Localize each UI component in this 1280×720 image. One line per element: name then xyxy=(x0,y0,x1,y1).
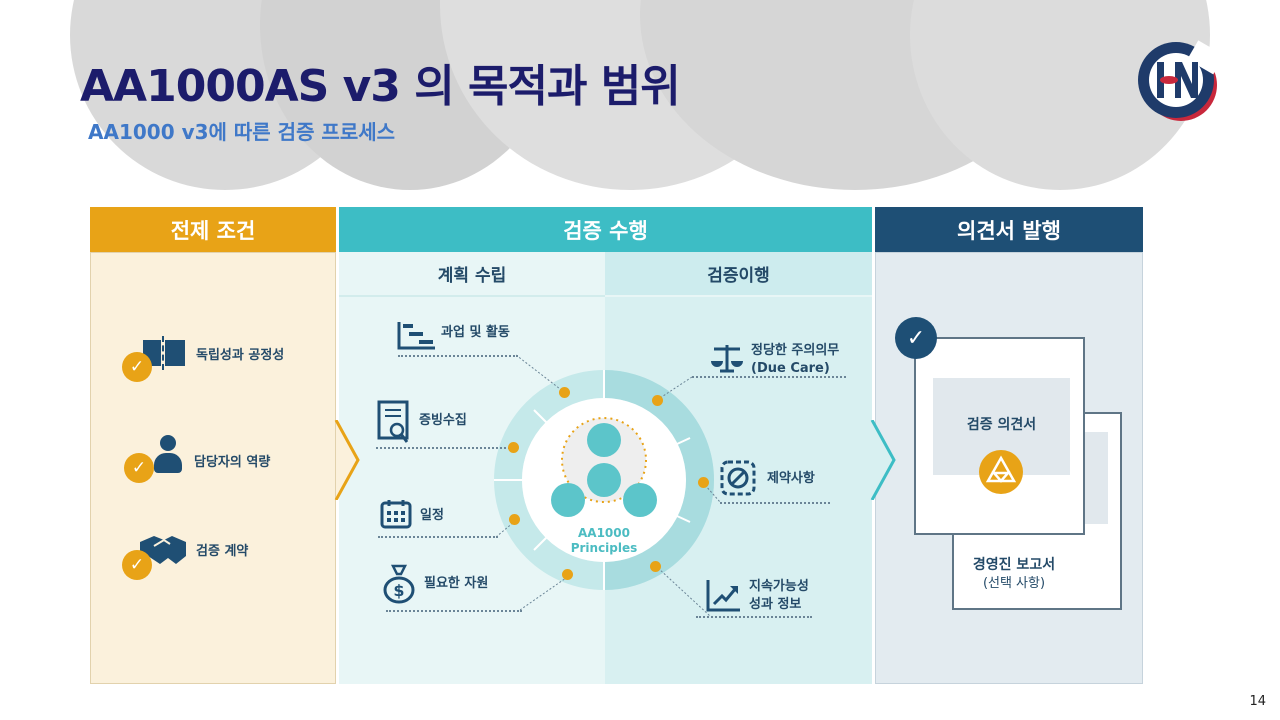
prerequisites-header: 전제 조건 xyxy=(90,207,336,252)
execution-item-label2: (Due Care) xyxy=(751,361,830,376)
execution-item-label: 정당한 주의의무 xyxy=(751,343,840,358)
planning-subheader: 계획 수립 xyxy=(339,252,605,297)
check-icon: ✓ xyxy=(124,453,154,483)
arrow-chevron xyxy=(870,420,896,500)
check-icon: ✓ xyxy=(122,550,152,580)
leader-line xyxy=(398,355,518,357)
assurance-header: 검증 수행 xyxy=(339,207,872,252)
execution-subheader: 검증이행 xyxy=(605,252,872,297)
prereq-item-label: 독립성과 공정성 xyxy=(196,348,285,363)
management-report-title: 경영진 보고서 xyxy=(972,557,1056,573)
marker-dot xyxy=(562,569,573,580)
leader-line xyxy=(516,354,565,393)
planning-item-label: 일정 xyxy=(420,508,444,523)
marker-dot xyxy=(652,395,663,406)
planning-item-label: 필요한 자원 xyxy=(424,576,489,591)
page-title: AA1000AS v3 의 목적과 범위 xyxy=(80,61,681,112)
leader-line xyxy=(520,577,567,611)
marker-dot xyxy=(698,477,709,488)
leader-line xyxy=(704,484,721,503)
prereq-item-label: 검증 계약 xyxy=(196,544,249,559)
money-bag-icon: $ xyxy=(383,564,415,604)
leader-line xyxy=(378,536,498,538)
assurance-opinion-title: 검증 의견서 xyxy=(966,417,1037,433)
marker-dot xyxy=(559,387,570,398)
arrow-chevron xyxy=(334,420,360,500)
trend-chart-icon xyxy=(706,580,740,612)
person-icon xyxy=(152,435,184,475)
execution-item-label2: 성과 정보 xyxy=(749,597,802,612)
planning-item-label: 증빙수집 xyxy=(419,413,467,428)
hn-logo xyxy=(1138,40,1223,121)
marker-dot xyxy=(650,561,661,572)
svg-text:$: $ xyxy=(393,581,404,600)
execution-item-label: 지속가능성 xyxy=(749,579,809,594)
leader-line xyxy=(720,502,830,504)
check-circle-icon: ✓ xyxy=(895,317,937,359)
center-label-line2: Principles xyxy=(570,541,638,555)
page-subtitle: AA1000 v3에 따른 검증 프로세스 xyxy=(88,120,396,144)
principles-ring xyxy=(494,370,714,590)
planning-item-label: 과업 및 활동 xyxy=(441,325,510,340)
aa-seal-icon xyxy=(979,450,1023,494)
handshake-icon xyxy=(140,536,186,564)
leader-line xyxy=(692,376,846,378)
leader-line xyxy=(659,376,693,399)
document-search-icon xyxy=(377,400,409,443)
prohibited-icon xyxy=(720,460,756,496)
leader-line xyxy=(386,610,522,612)
opinion-header: 의견서 발행 xyxy=(875,207,1143,252)
page-number: 14 xyxy=(1249,694,1266,709)
leader-line xyxy=(657,567,711,617)
scale-icon xyxy=(711,345,743,373)
marker-dot xyxy=(509,514,520,525)
leader-line xyxy=(696,616,812,618)
task-icon xyxy=(397,322,435,350)
execution-item-label: 제약사항 xyxy=(767,471,815,486)
assurance-opinion-doc: 검증 의견서 xyxy=(914,337,1085,535)
center-label-line1: AA1000 xyxy=(578,526,630,540)
check-icon: ✓ xyxy=(122,352,152,382)
leader-line xyxy=(376,447,510,449)
prereq-item-label: 담당자의 역량 xyxy=(194,455,271,470)
management-report-note: (선택 사항) xyxy=(982,576,1046,591)
marker-dot xyxy=(508,442,519,453)
calendar-icon xyxy=(380,500,412,529)
